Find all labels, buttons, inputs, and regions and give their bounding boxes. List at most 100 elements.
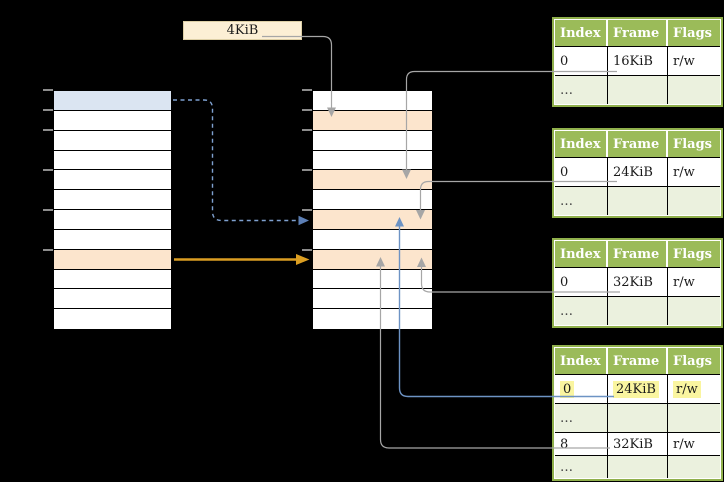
column-header: Index	[555, 348, 608, 374]
page-table-cell: 24KiB	[608, 375, 668, 403]
page-table-cell	[668, 76, 720, 104]
page-table-cell: …	[555, 404, 608, 432]
memory-row-white	[313, 91, 432, 111]
page-table-cell	[668, 404, 720, 432]
memory-row-blue	[54, 91, 171, 111]
page-table-cell	[668, 456, 720, 478]
page-table-cell: 0	[555, 47, 608, 75]
tick-mark	[302, 249, 312, 251]
memory-row-peach	[313, 210, 432, 230]
memory-row-white	[313, 190, 432, 210]
page-table-row: …	[555, 186, 720, 215]
tick-mark	[302, 209, 312, 211]
page-table-cell: …	[555, 456, 608, 478]
memory-row-white	[54, 269, 171, 290]
column-header: Index	[555, 20, 608, 46]
memory-row-white	[54, 229, 171, 250]
page-table-cell: r/w	[673, 436, 695, 452]
memory-row-white	[313, 130, 432, 151]
tick-mark	[302, 109, 312, 111]
page-table-cell: …	[555, 76, 608, 104]
page-table-cell: …	[555, 297, 608, 325]
page-table-cell	[668, 187, 720, 215]
page-table-row: …	[555, 75, 720, 104]
column-header: Frame	[608, 241, 668, 267]
tick-mark	[43, 109, 53, 111]
page-table-cell: 16KiB	[608, 47, 668, 75]
column-header: Frame	[608, 348, 668, 374]
tick-mark	[302, 89, 312, 91]
arrow-virtual-orange-page	[174, 254, 310, 265]
page-table-cell: 32KiB	[608, 433, 668, 455]
memory-row-peach	[54, 249, 171, 270]
page-table-cell	[608, 76, 668, 104]
column-header: Frame	[608, 20, 668, 46]
page-table-cell	[608, 456, 668, 478]
tick-mark	[43, 169, 53, 171]
page-table-cell	[608, 404, 668, 432]
page-table-cell: 24KiB	[608, 158, 668, 186]
highlighted-value: 0	[560, 380, 575, 398]
column-header: Index	[555, 241, 608, 267]
page-table-row: …	[555, 455, 720, 478]
page-table-row: 0 24KiB r/w	[555, 374, 720, 403]
page-table-cell	[668, 297, 720, 325]
memory-row-white	[54, 309, 171, 329]
virtual-memory-column	[53, 90, 172, 330]
tick-mark	[43, 249, 53, 251]
memory-row-white	[54, 190, 171, 210]
page-table-cell	[608, 297, 668, 325]
memory-row-white	[313, 289, 432, 310]
tick-mark	[302, 129, 312, 131]
page-table-cell	[608, 187, 668, 215]
tick-mark	[43, 209, 53, 211]
memory-row-white	[54, 130, 171, 151]
column-header: Frame	[608, 131, 668, 157]
memory-row-white	[313, 269, 432, 290]
page-table-row: …	[555, 296, 720, 325]
memory-row-white	[54, 110, 171, 131]
highlighted-value: r/w	[673, 380, 701, 398]
column-header: Flags	[673, 25, 712, 41]
memory-row-peach	[313, 249, 432, 270]
page-table-cell: 0	[555, 375, 608, 403]
memory-row-white	[54, 150, 171, 171]
page-table-cell: …	[555, 187, 608, 215]
page-table-row: …	[555, 403, 720, 432]
column-header: Index	[555, 131, 608, 157]
memory-row-white	[54, 170, 171, 191]
page-table-cell: 8	[555, 433, 608, 455]
memory-row-white	[313, 229, 432, 250]
frame-size-label: 4KiB	[226, 23, 259, 38]
arrow-virtual-blue-page	[173, 99, 309, 226]
page-table-cell: 0	[555, 268, 608, 296]
column-header: Flags	[673, 136, 712, 152]
memory-row-white	[54, 289, 171, 310]
tick-mark	[43, 89, 53, 91]
page-table-cell: 0	[555, 158, 608, 186]
column-header: Flags	[673, 246, 712, 262]
memory-row-white	[313, 309, 432, 329]
memory-row-white	[313, 150, 432, 171]
memory-row-peach	[313, 170, 432, 191]
tick-mark	[43, 129, 53, 131]
tick-mark	[302, 169, 312, 171]
highlighted-value: 24KiB	[613, 380, 659, 398]
page-table-cell: r/w	[673, 53, 695, 69]
memory-row-white	[54, 210, 171, 230]
page-table-cell: r/w	[673, 274, 695, 290]
page-table-cell: 32KiB	[608, 268, 668, 296]
